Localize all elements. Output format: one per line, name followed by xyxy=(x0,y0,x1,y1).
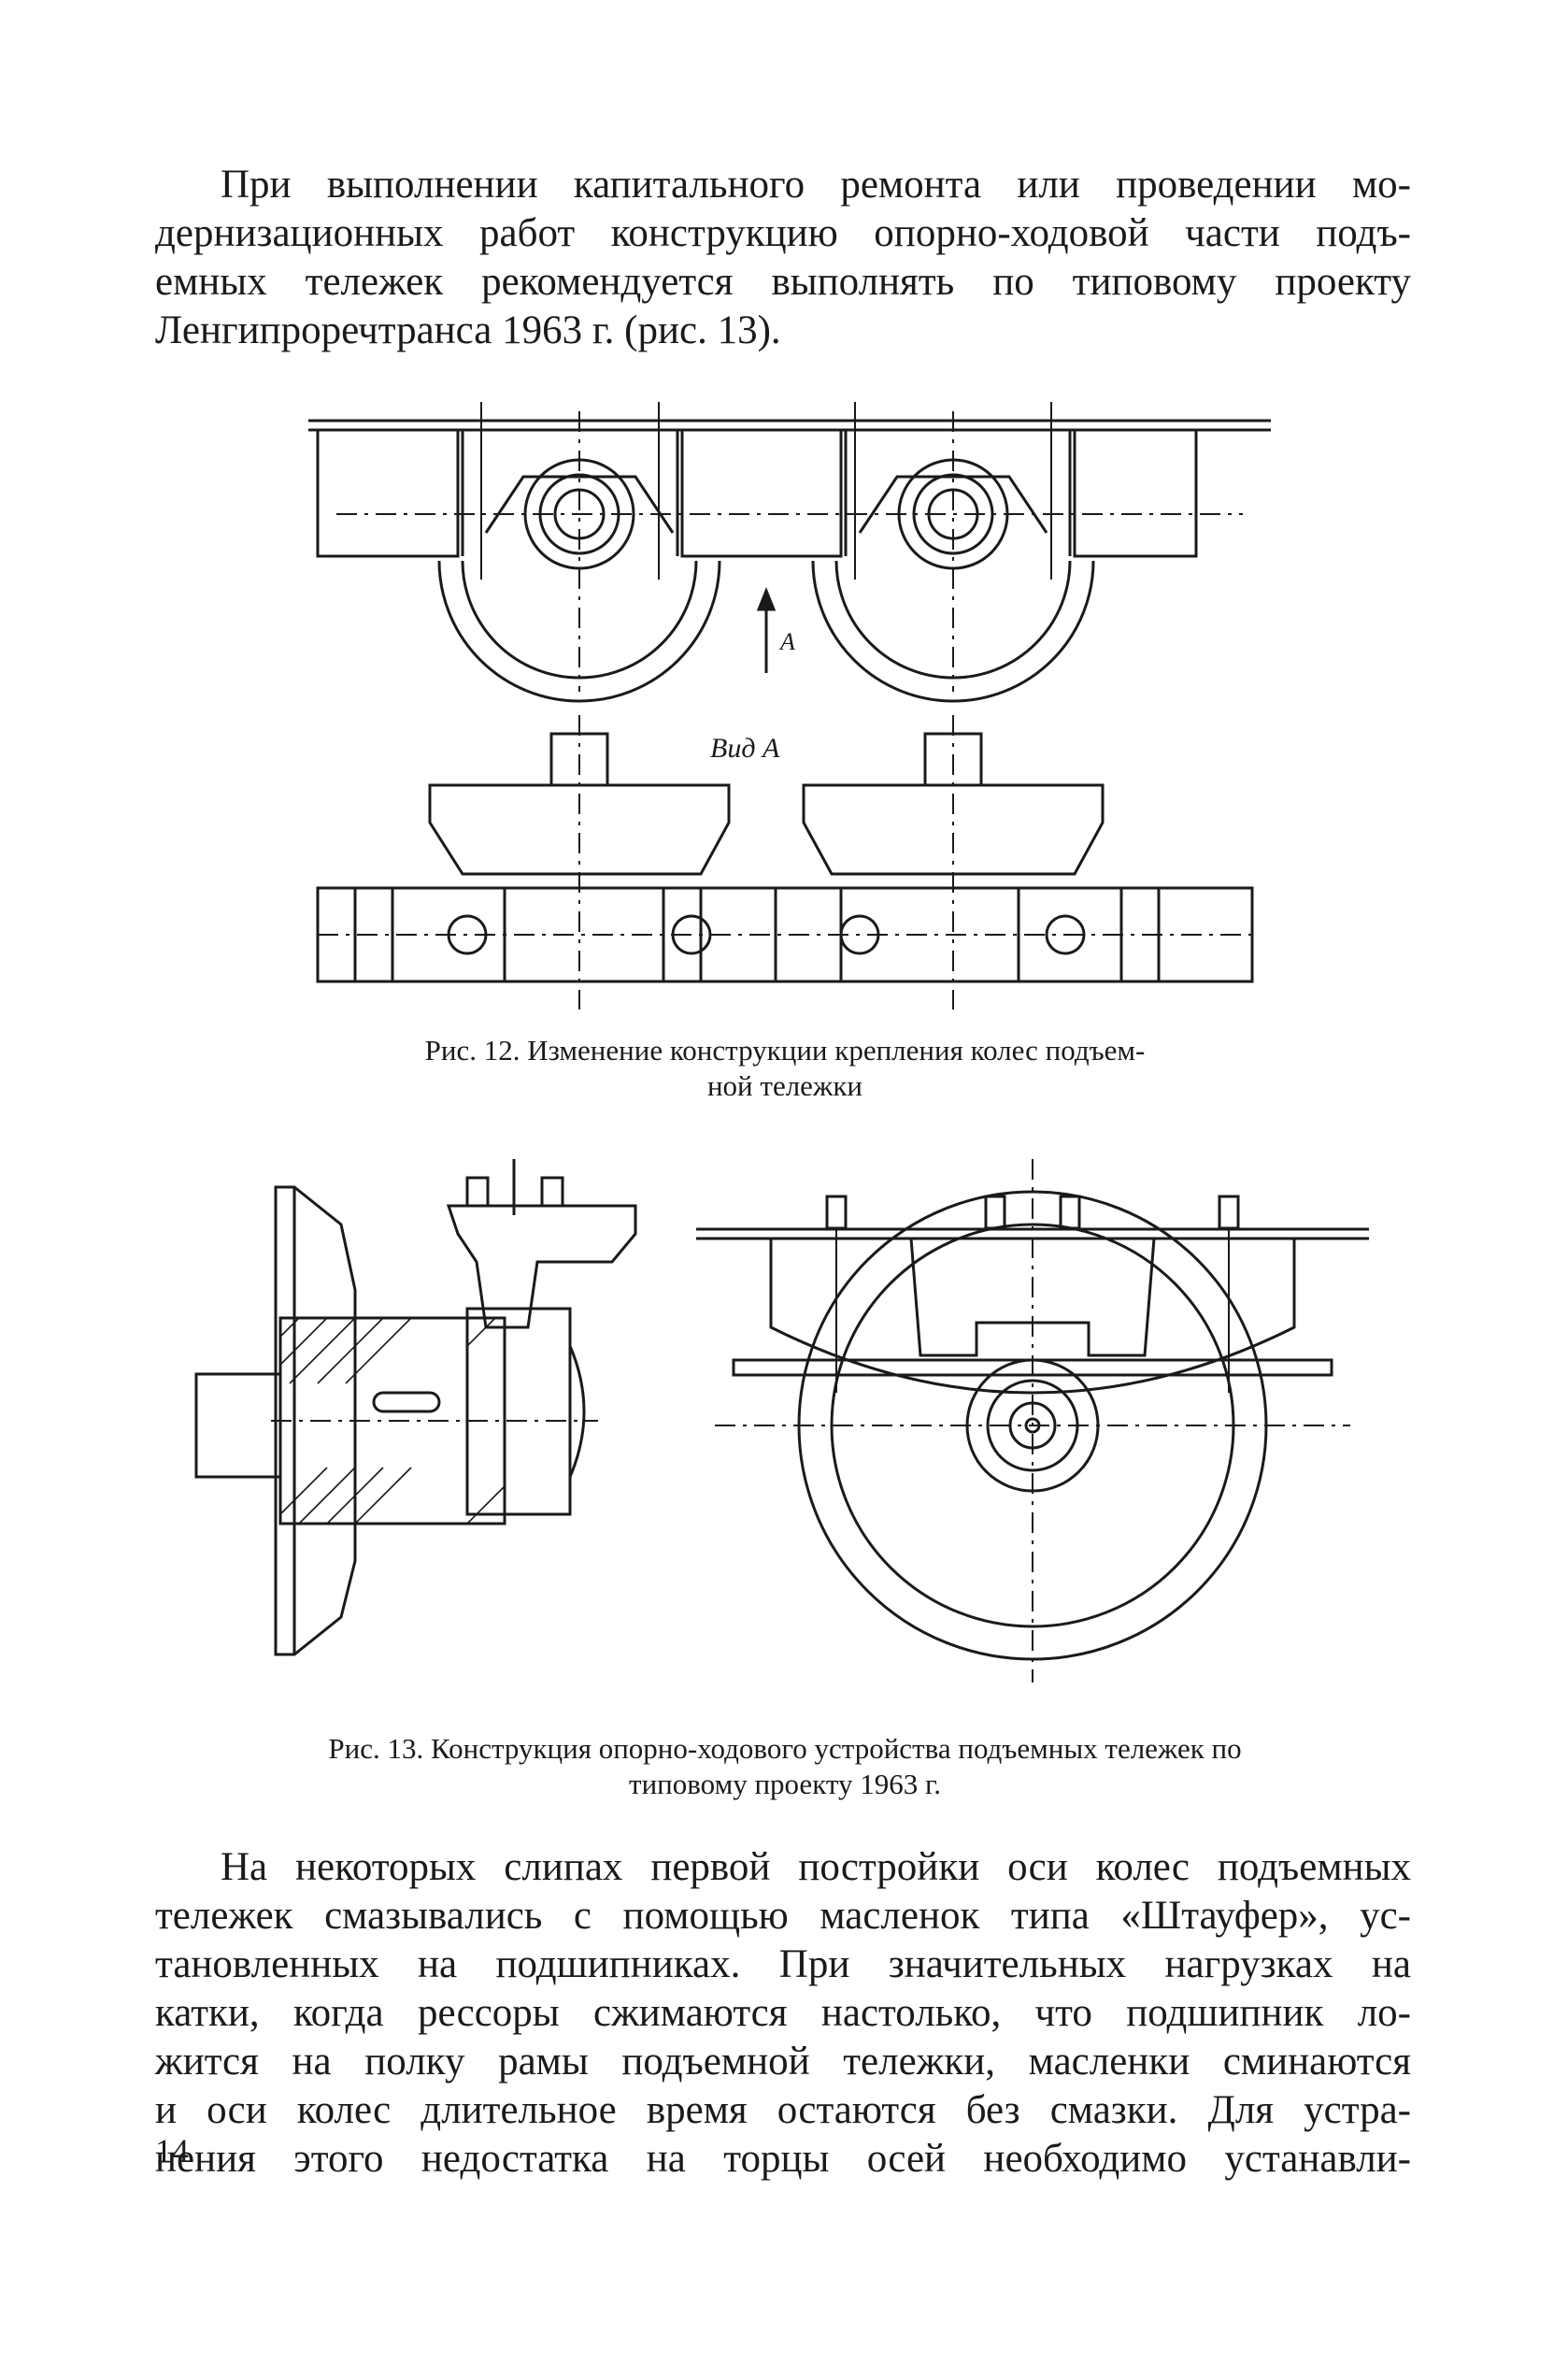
caption-line: ной тележки xyxy=(706,1069,863,1102)
text-line: нения этого недостатка на торцы осей нео… xyxy=(155,2137,1411,2181)
text-line: и оси колес длительное время остаются бе… xyxy=(155,2088,1411,2132)
text-line: дернизационных работ конструкцию опорно-… xyxy=(155,211,1411,255)
text-line: катки, когда рессоры сжимаются настолько… xyxy=(155,1991,1411,2035)
arrow-label: А xyxy=(778,628,795,655)
paragraph-top: При выполнении капитального ремонта или … xyxy=(155,161,1411,355)
text-line: жится на полку рамы подъемной тележки, м… xyxy=(155,2040,1411,2084)
figure-13-caption: Рис. 13. Конструкция опорно-ходового уст… xyxy=(168,1731,1402,1802)
text-line: емных тележек рекомендуется выполнять по… xyxy=(155,260,1411,304)
page-number: 14 xyxy=(155,2132,189,2170)
caption-line: типовому проекту 1963 г. xyxy=(629,1768,941,1800)
text-line: На некоторых слипах первой постройки оси… xyxy=(221,1845,1411,1889)
view-label: Вид А xyxy=(710,733,780,764)
caption-line: Рис. 13. Конструкция опорно-ходового уст… xyxy=(328,1732,1242,1765)
figure-13-section-drawing xyxy=(194,1159,637,1656)
figure-13-end-view-drawing xyxy=(696,1159,1369,1683)
text-line: тановленных на подшипниках. При значител… xyxy=(155,1942,1411,1986)
text-line: Ленгипроречтранса 1963 г. (рис. 13). xyxy=(155,308,781,352)
paragraph-bottom: На некоторых слипах первой постройки оси… xyxy=(155,1843,1411,2184)
caption-line: Рис. 12. Изменение конструкции крепления… xyxy=(424,1034,1146,1067)
figure-12-drawing: А Вид А xyxy=(308,402,1271,1010)
text-line: тележек смазывались с помощью масленок т… xyxy=(155,1894,1411,1938)
figure-12-caption: Рис. 12. Изменение конструкции крепления… xyxy=(243,1033,1327,1104)
text-line: При выполнении капитального ремонта или … xyxy=(221,163,1411,207)
